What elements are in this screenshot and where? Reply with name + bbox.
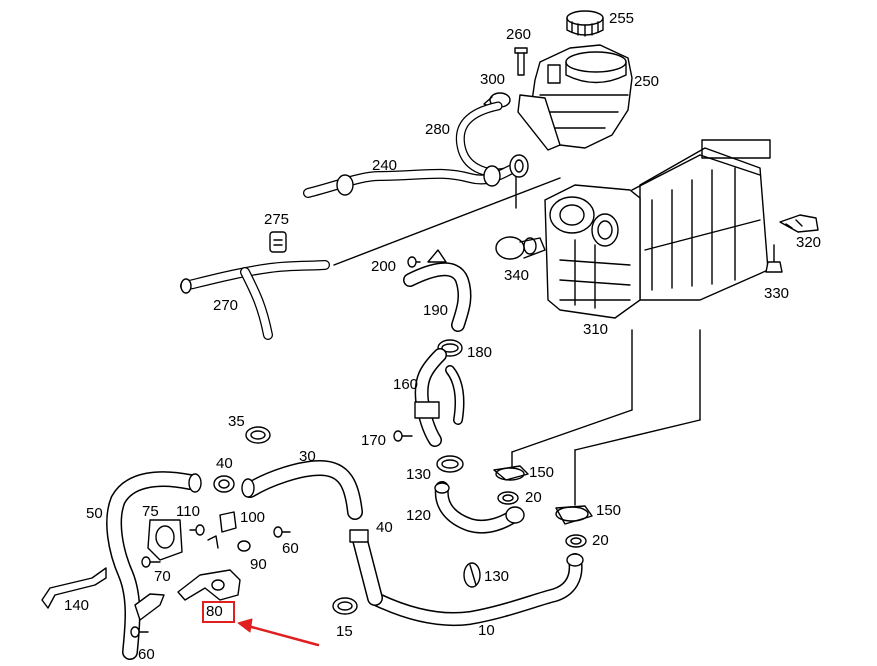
part-number-300[interactable]: 300 [480,71,506,88]
clamp-35 [245,426,271,444]
hose-120 [434,481,525,534]
part-number-200[interactable]: 200 [371,258,397,275]
part-number-60-lower[interactable]: 60 [138,646,155,663]
part-number-330[interactable]: 330 [764,285,790,302]
highlight-box [202,601,235,623]
part-number-275[interactable]: 275 [264,211,290,228]
clamp-130-upper [436,455,464,473]
bracket-100 [219,511,237,533]
oring-20-upper [497,491,519,505]
part-number-150-upper[interactable]: 150 [529,464,555,481]
bolt-70 [141,556,161,568]
oring-20-lower [565,534,587,548]
bracket-75 [147,519,183,561]
clamp-15 [332,597,358,615]
part-number-80[interactable]: 80 [206,603,223,620]
pump-340 [495,236,546,260]
bolt-110 [189,524,205,536]
pipe-40 [349,529,383,606]
screw-170 [393,430,413,442]
hose-160 [414,348,465,447]
part-number-20-upper[interactable]: 20 [525,489,542,506]
part-number-30[interactable]: 30 [299,448,316,465]
part-number-10[interactable]: 10 [478,622,495,639]
part-number-340[interactable]: 340 [504,267,530,284]
part-number-310[interactable]: 310 [583,321,609,338]
expansion-tank [517,44,633,151]
hose-240 [303,154,529,198]
part-number-260[interactable]: 260 [506,26,532,43]
part-number-190[interactable]: 190 [423,302,449,319]
part-number-280[interactable]: 280 [425,121,451,138]
part-number-40-right[interactable]: 40 [376,519,393,536]
bracket-60-lower [130,593,165,638]
part-number-140[interactable]: 140 [64,597,90,614]
clamp-40 [213,475,235,493]
bracket-140 [41,567,107,609]
part-number-60-upper[interactable]: 60 [282,540,299,557]
clamp-130-lower [463,562,481,588]
pointer-arrow [237,618,320,647]
part-number-270[interactable]: 270 [213,297,239,314]
part-number-90[interactable]: 90 [250,556,267,573]
part-number-250[interactable]: 250 [634,73,660,90]
part-number-20-lower[interactable]: 20 [592,532,609,549]
part-number-180[interactable]: 180 [467,344,493,361]
leader-line [511,409,633,453]
part-number-255[interactable]: 255 [609,10,635,27]
bolt-60-upper [273,526,291,538]
screw-260 [514,47,528,76]
part-number-160[interactable]: 160 [393,376,419,393]
part-number-40-left[interactable]: 40 [216,455,233,472]
hose-50 [106,471,202,660]
part-number-320[interactable]: 320 [796,234,822,251]
hose-30 [241,460,363,520]
part-number-150-lower[interactable]: 150 [596,502,622,519]
part-number-240[interactable]: 240 [372,157,398,174]
hose-10 [371,553,584,627]
part-number-100[interactable]: 100 [240,509,266,526]
intercooler-310 [544,139,771,319]
part-number-15[interactable]: 15 [336,623,353,640]
part-number-120[interactable]: 120 [406,507,432,524]
screw-200 [407,256,421,268]
bracket-80 [177,569,241,601]
bolt-330 [765,244,783,273]
hose-270 [180,231,330,340]
part-number-130-lower[interactable]: 130 [484,568,510,585]
part-number-70[interactable]: 70 [154,568,171,585]
sensor-320 [779,214,819,233]
part-number-35[interactable]: 35 [228,413,245,430]
part-number-130-upper[interactable]: 130 [406,466,432,483]
leader-line [574,419,701,451]
tank-cap [566,10,604,37]
part-number-110[interactable]: 110 [176,503,200,520]
part-number-50[interactable]: 50 [86,505,103,522]
clamp-150-upper [493,465,529,481]
hose-190 [403,249,472,332]
clamp-150-lower [555,505,593,525]
part-number-170[interactable]: 170 [361,432,387,449]
leader-line [333,177,561,266]
nut-90 [207,535,251,552]
part-number-75[interactable]: 75 [142,503,159,520]
